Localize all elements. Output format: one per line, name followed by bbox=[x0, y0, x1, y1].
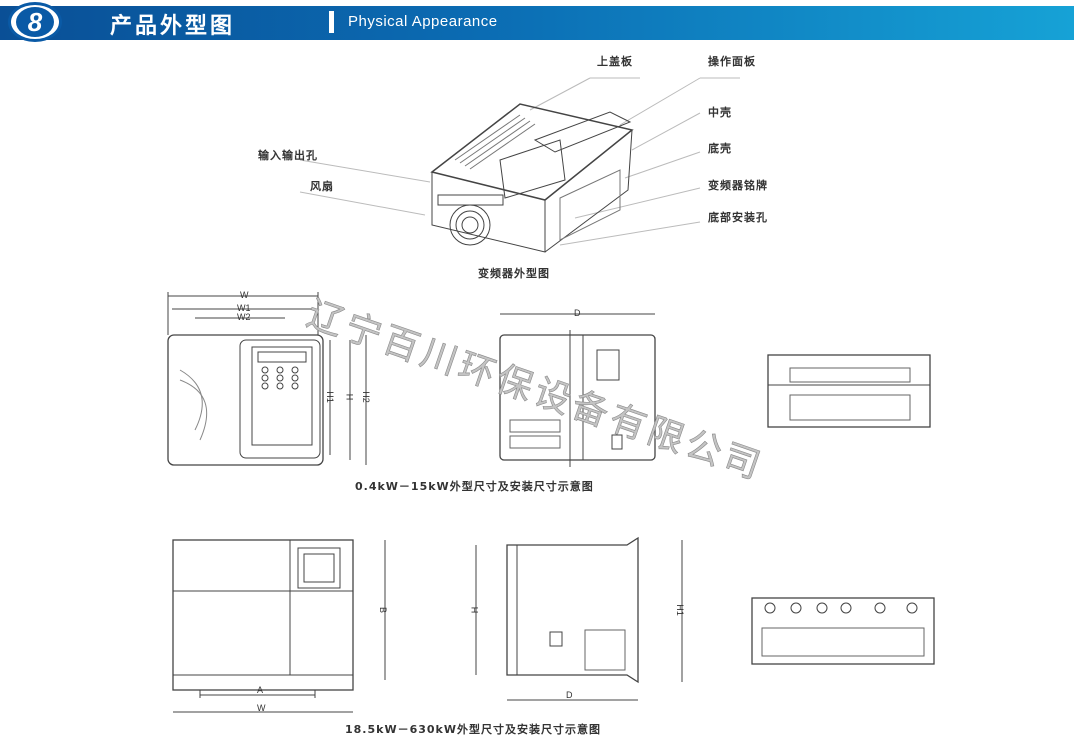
dim-a: A bbox=[257, 685, 264, 695]
large-bottom-view bbox=[751, 597, 935, 665]
label-operation-panel: 操作面板 bbox=[708, 55, 756, 68]
caption-perspective: 变频器外型图 bbox=[478, 267, 550, 280]
inverter-perspective-drawing bbox=[430, 103, 634, 253]
section-title-cn: 产品外型图 bbox=[110, 14, 236, 39]
label-bottom-mount-holes: 底部安装孔 bbox=[708, 211, 768, 224]
large-side-view bbox=[475, 536, 683, 701]
caption-large-models: 18.5kW－630kW外型尺寸及安装尺寸示意图 bbox=[345, 723, 601, 736]
dim-w-large: W bbox=[257, 703, 266, 713]
section-title-en: Physical Appearance bbox=[348, 13, 498, 30]
dim-w2: W2 bbox=[237, 312, 251, 322]
small-bottom-view bbox=[767, 354, 931, 428]
dim-d-large: D bbox=[566, 690, 573, 700]
label-nameplate: 变频器铭牌 bbox=[708, 179, 768, 192]
small-side-view bbox=[499, 313, 656, 467]
dim-d: D bbox=[574, 308, 581, 318]
leader-lines bbox=[299, 77, 740, 246]
title-divider bbox=[329, 11, 334, 33]
label-top-cover: 上盖板 bbox=[597, 55, 633, 68]
large-front-view bbox=[172, 539, 386, 713]
section-header-bar bbox=[0, 6, 1074, 40]
label-fan: 风扇 bbox=[310, 180, 334, 193]
label-io-holes: 输入输出孔 bbox=[258, 149, 318, 162]
label-middle-shell: 中壳 bbox=[708, 106, 732, 119]
dim-w1: W1 bbox=[237, 303, 251, 313]
dim-w: W bbox=[240, 290, 249, 300]
dim-h-large: H bbox=[469, 606, 480, 614]
small-front-view bbox=[167, 292, 367, 466]
dim-h1-large: H1 bbox=[674, 604, 685, 616]
dim-h1: H1 bbox=[324, 391, 335, 403]
dim-b: B bbox=[378, 606, 389, 614]
dim-h: H bbox=[344, 393, 355, 401]
section-number-badge: 8 bbox=[8, 2, 62, 42]
dim-h2: H2 bbox=[360, 391, 371, 403]
caption-small-models: 0.4kW－15kW外型尺寸及安装尺寸示意图 bbox=[355, 480, 594, 493]
section-number: 8 bbox=[16, 7, 54, 37]
label-bottom-shell: 底壳 bbox=[708, 142, 732, 155]
